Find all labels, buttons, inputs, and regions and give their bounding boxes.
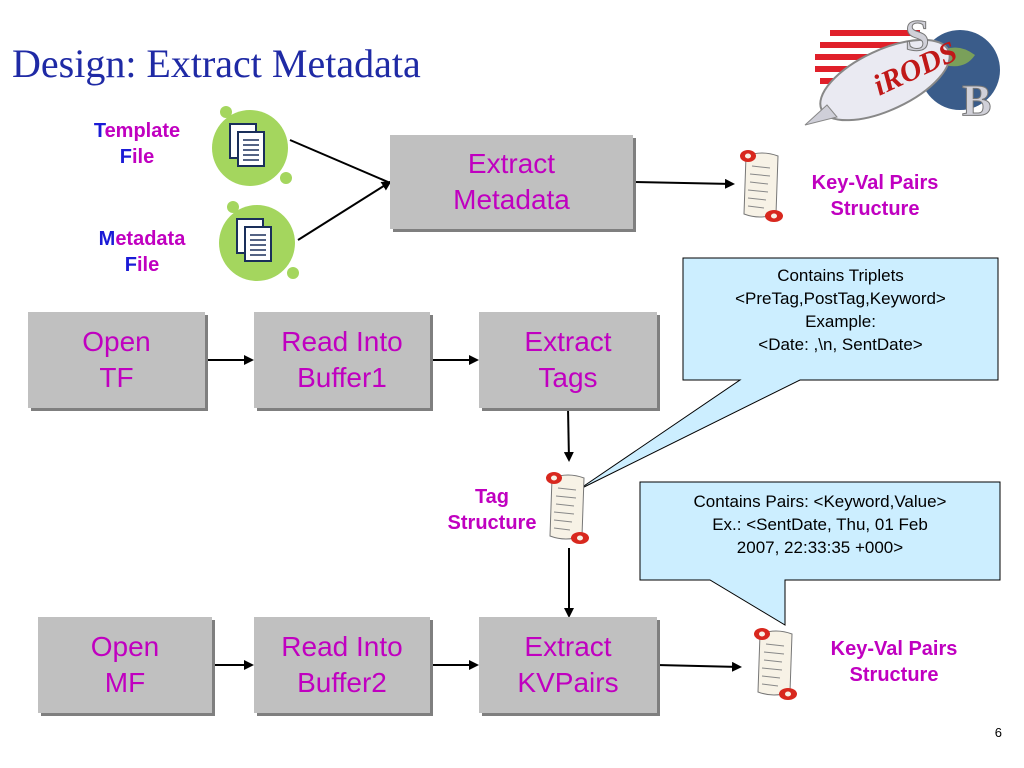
template-initial: T (93, 120, 105, 142)
arrow-metadata-to-extract (297, 180, 392, 241)
triplets-line: Example: (805, 312, 876, 331)
triplets-callout: Contains Triplets <PreTag,PostTag,Keywor… (683, 264, 998, 356)
metadata-file-rest: ile (136, 254, 160, 276)
page-number: 6 (994, 725, 1002, 740)
metadata-file-icon (218, 200, 300, 282)
pairs-line: Ex.: <SentDate, Thu, 01 Feb (712, 515, 928, 534)
keyval-top-scroll-icon (739, 149, 784, 223)
metadata-file-initial: F (124, 254, 137, 276)
slide-title: Design: Extract Metadata (12, 41, 421, 86)
arrow-template-to-extract (289, 139, 389, 183)
read-buffer1-box: Read Into Buffer1 (254, 312, 430, 408)
pairs-line: Contains Pairs: <Keyword,Value> (693, 492, 947, 511)
metadata-rest: etadata (115, 228, 186, 250)
keyval-bottom-line1: Key-Val Pairs (830, 638, 958, 660)
pairs-callout-shape (639, 481, 1001, 626)
keyval-top-line2: Structure (830, 198, 920, 220)
irods-logo: iRODS S B (804, 11, 1000, 126)
template-rest: emplate (104, 120, 181, 142)
keyval-top-line1: Key-Val Pairs (811, 172, 939, 194)
tag-structure-line2: Structure (447, 512, 537, 534)
keyval-bottom-scroll-icon (753, 627, 798, 701)
arrow-kvpairs-to-keyval (656, 661, 742, 672)
metadata-initial: M (98, 228, 116, 250)
extract-kvpairs-box: Extract KVPairs (479, 617, 657, 713)
logo-b-text: B (962, 76, 991, 125)
arrow-tags-to-tagstructure (563, 407, 574, 462)
pairs-callout: Contains Pairs: <Keyword,Value> Ex.: <Se… (640, 490, 1000, 559)
logo-s-text: S (905, 11, 929, 60)
triplets-line: Contains Triplets (777, 266, 904, 285)
template-file-icon (211, 105, 293, 187)
tag-structure-line1: Tag (474, 486, 510, 508)
keyval-bottom-line2: Structure (849, 664, 939, 686)
triplets-line: <PreTag,PostTag,Keyword> (735, 289, 946, 308)
arrow-extract-to-keyval (632, 178, 735, 189)
open-tf-box: Open TF (28, 312, 205, 408)
keyval-top-label: Key-Val Pairs Structure (800, 170, 950, 222)
read-buffer2-box: Read Into Buffer2 (254, 617, 430, 713)
template-file-label: Template File (78, 118, 196, 170)
template-file-rest: ile (131, 146, 155, 168)
extract-tags-box: Extract Tags (479, 312, 657, 408)
open-mf-box: Open MF (38, 617, 212, 713)
triplets-callout-shape (577, 257, 999, 491)
tag-structure-label: Tag Structure (430, 484, 554, 536)
pairs-line: 2007, 22:33:35 +000> (736, 538, 904, 557)
metadata-file-label: Metadata File (80, 226, 204, 278)
template-file-initial: F (119, 146, 132, 168)
triplets-line: <Date: ,\n, SentDate> (758, 335, 923, 354)
extract-metadata-box: Extract Metadata (390, 135, 633, 229)
keyval-bottom-label: Key-Val Pairs Structure (808, 636, 980, 688)
